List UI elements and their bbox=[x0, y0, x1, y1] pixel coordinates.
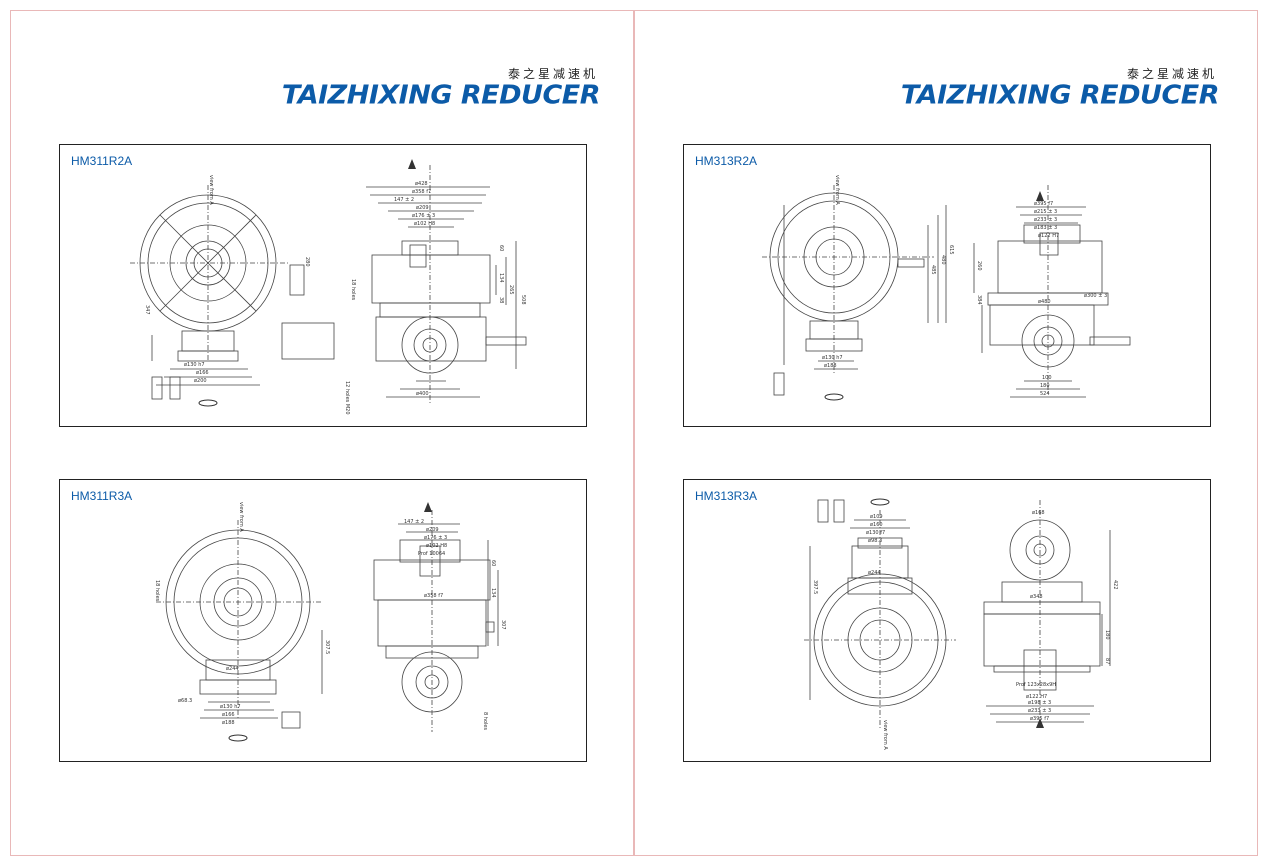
dim-label: ø109 bbox=[870, 514, 883, 520]
dim-label: ø160 bbox=[870, 522, 883, 528]
dim-label: 265 bbox=[508, 285, 514, 295]
brand-chinese-name: 泰之星减速机 bbox=[1126, 67, 1217, 81]
dim-label: 485 bbox=[930, 265, 936, 275]
dim-label: ø244 bbox=[226, 666, 239, 672]
technical-drawing: view from A ø395 f7 ø215 ± 3 ø233 ± 3 ø1… bbox=[762, 175, 1131, 401]
dim-label: 147 ± 2 bbox=[404, 519, 424, 525]
drawing-panel-hm311r3a: HM311R3A bbox=[59, 479, 587, 762]
dim-label: ø233 ± 3 bbox=[1034, 217, 1057, 223]
dim-label: 280 bbox=[304, 257, 310, 267]
dim-label: ø188 bbox=[824, 363, 837, 369]
dim-label: 38 bbox=[498, 297, 504, 303]
dim-label: ø400 bbox=[416, 391, 429, 397]
model-title: HM311R3A bbox=[71, 489, 133, 503]
dim-label: ø102 H8 bbox=[414, 221, 435, 227]
dim-label: view from A bbox=[238, 502, 244, 532]
brand-logo: 泰之星减速机 TAIZHIXING REDUCER bbox=[900, 67, 1220, 111]
brand-english-name: TAIZHIXING REDUCER bbox=[900, 80, 1220, 111]
drawing-panel-hm313r3a: HM313R3A bbox=[683, 479, 1211, 762]
dim-label: view from A bbox=[834, 175, 840, 205]
dim-label: 260 bbox=[976, 261, 982, 271]
catalog-page-right: 泰之星减速机 TAIZHIXING REDUCER HM313R2A bbox=[634, 10, 1258, 856]
model-title: HM313R3A bbox=[695, 489, 758, 503]
dim-label: ø176 ± 3 bbox=[412, 213, 435, 219]
dim-label: ø428 bbox=[415, 181, 428, 187]
technical-drawing: ø168 ø109 ø160 ø130 f7 ø98.3 ø244 ø348 ø… bbox=[804, 498, 1118, 750]
dim-label: ø166 bbox=[196, 370, 209, 376]
dim-label: ø188 bbox=[222, 720, 235, 726]
dim-label: ø348 bbox=[1030, 594, 1043, 600]
dim-label: 8 holes bbox=[482, 712, 488, 730]
dim-label: ø176 ± 3 bbox=[424, 535, 447, 541]
dim-label: ø183 ± 3 bbox=[1034, 225, 1057, 231]
dim-label: ø244 bbox=[868, 570, 881, 576]
dim-label: ø168 bbox=[1032, 510, 1045, 516]
dim-label: ø209 bbox=[416, 205, 429, 211]
dim-label: ø130 h7 bbox=[184, 362, 205, 368]
dim-label: 397.5 bbox=[812, 580, 818, 594]
drawing-panel-hm311r2a: HM311R2A bbox=[59, 144, 587, 427]
drawing-panel-hm313r2a: HM313R2A bbox=[683, 144, 1211, 427]
dim-label: ø122 H7 bbox=[1038, 233, 1059, 239]
dim-label: ø395 f7 bbox=[1030, 716, 1049, 722]
dim-label: ø358 f7 bbox=[424, 593, 443, 599]
dim-label: ø122 H7 bbox=[1026, 694, 1047, 700]
dim-label: 615 bbox=[948, 245, 954, 255]
dim-label: 60 bbox=[490, 560, 496, 566]
dim-label: ø130 h7 bbox=[220, 704, 241, 710]
dim-label: ø102 H8 bbox=[426, 543, 447, 549]
dim-label: 307.5 bbox=[324, 640, 330, 654]
dim-label: 147 ± 2 bbox=[394, 197, 414, 203]
technical-drawing: view from A 147 ± 2 ø209 ø176 ± 3 ø102 H… bbox=[154, 502, 506, 742]
dim-label: 307 bbox=[500, 620, 506, 630]
dim-label: 18 holes bbox=[154, 580, 160, 602]
dim-label: ø480 bbox=[1038, 299, 1051, 305]
dim-label: 347 bbox=[144, 305, 150, 315]
dim-label: 18 holes bbox=[350, 279, 356, 301]
dim-label: ø130 f7 bbox=[866, 530, 885, 536]
brand-english-name: TAIZHIXING REDUCER bbox=[281, 80, 601, 111]
dim-label: ø358 f7 bbox=[412, 189, 431, 195]
dim-label: 12 holes M20 bbox=[344, 381, 350, 415]
dim-label: ø68.3 bbox=[178, 698, 192, 704]
catalog-page-left: 泰之星减速机 TAIZHIXING REDUCER HM311R2A bbox=[10, 10, 634, 856]
dim-label: ø200 bbox=[194, 378, 207, 384]
technical-drawing: view from A ø428 ø358 f7 147 ± 2 ø209 ø1… bbox=[130, 159, 527, 415]
dim-label: Prof 10064 bbox=[418, 551, 445, 557]
dim-label: ø209 bbox=[426, 527, 439, 533]
brand-chinese-name: 泰之星减速机 bbox=[507, 67, 598, 81]
dim-label: view from A bbox=[208, 175, 214, 205]
dim-label: 180 bbox=[1040, 383, 1050, 389]
dim-label: 100 bbox=[1042, 375, 1052, 381]
dim-label: 134 bbox=[490, 588, 496, 598]
dim-label: 508 bbox=[520, 295, 526, 305]
dim-label: 60 bbox=[498, 245, 504, 251]
dim-label: view from A bbox=[882, 720, 888, 750]
dim-label: Prof 123x28x9H bbox=[1016, 682, 1056, 688]
brand-logo: 泰之星减速机 TAIZHIXING REDUCER bbox=[281, 67, 601, 111]
model-title: HM311R2A bbox=[71, 154, 133, 168]
dim-label: 87 bbox=[1104, 658, 1110, 664]
dim-label: 480 bbox=[940, 255, 946, 265]
dim-label: 134 bbox=[498, 273, 504, 283]
dim-label: 422 bbox=[1112, 580, 1118, 590]
dim-label: 384 bbox=[976, 295, 982, 305]
dim-label: ø300 ± 3 bbox=[1084, 293, 1107, 299]
dim-label: ø198 ± 3 bbox=[1028, 700, 1051, 706]
dim-label: ø215 ± 3 bbox=[1034, 209, 1057, 215]
dim-label: ø98.3 bbox=[868, 538, 882, 544]
dim-label: ø233 ± 3 bbox=[1028, 708, 1051, 714]
model-title: HM313R2A bbox=[695, 154, 758, 168]
dim-label: ø395 f7 bbox=[1034, 201, 1053, 207]
dim-label: ø130 h7 bbox=[822, 355, 843, 361]
dim-label: ø166 bbox=[222, 712, 235, 718]
dim-label: 180 bbox=[1104, 630, 1110, 640]
dim-label: 524 bbox=[1040, 391, 1050, 397]
